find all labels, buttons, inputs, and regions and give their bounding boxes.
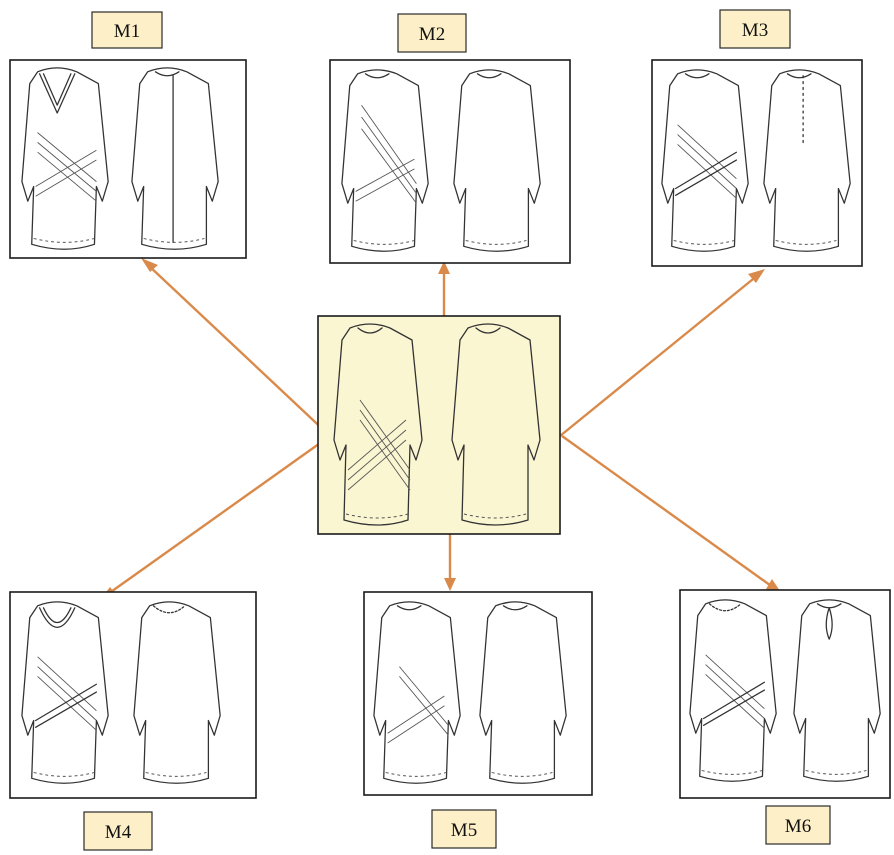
- center-panel: [317, 315, 561, 535]
- connector-m6: [561, 435, 775, 589]
- m1-front-dress-icon: [21, 67, 109, 250]
- connectors: [100, 258, 782, 600]
- variant-panel-m2: [329, 59, 571, 264]
- variant-panel-m1: [9, 59, 247, 259]
- label-m4-text: M4: [105, 822, 132, 843]
- center-front-dress-icon: [333, 323, 423, 526]
- label-m5: M5: [431, 809, 497, 849]
- label-m2-text: M2: [419, 24, 445, 45]
- label-m1-text: M1: [114, 21, 140, 42]
- m2-front-dress-icon: [341, 69, 429, 252]
- m1-back-dress-icon: [131, 67, 219, 250]
- m3-front-dress-icon: [661, 69, 749, 252]
- variant-panel-m4: [9, 591, 257, 799]
- label-m3: M3: [719, 9, 791, 49]
- m3-back-dress-icon: [763, 69, 851, 252]
- center-back-dress-icon: [451, 323, 541, 526]
- label-m6-text: M6: [785, 816, 811, 837]
- variant-panel-m5: [363, 591, 593, 796]
- label-m4: M4: [83, 811, 153, 851]
- label-m6: M6: [765, 805, 831, 845]
- variant-panel-m3: [651, 59, 863, 267]
- label-m3-text: M3: [742, 20, 768, 41]
- arrowhead-m5: [444, 578, 456, 591]
- connector-m3: [559, 274, 759, 437]
- m4-back-dress-icon: [133, 601, 221, 784]
- connector-m1: [147, 264, 331, 437]
- m4-front-dress-icon: [21, 601, 109, 784]
- arrowhead-m1: [141, 258, 158, 272]
- variant-panel-m6: [679, 589, 891, 799]
- label-m5-text: M5: [451, 820, 477, 841]
- arrowhead-m2: [438, 261, 450, 274]
- m2-back-dress-icon: [453, 69, 541, 252]
- m5-front-dress-icon: [373, 601, 461, 784]
- m5-back-dress-icon: [479, 601, 567, 784]
- arrowhead-m3: [748, 269, 765, 283]
- m6-back-dress-icon: [793, 599, 881, 782]
- connector-m4: [107, 435, 331, 595]
- label-m1: M1: [91, 11, 163, 49]
- label-m2: M2: [397, 13, 467, 53]
- m6-front-dress-icon: [689, 599, 777, 782]
